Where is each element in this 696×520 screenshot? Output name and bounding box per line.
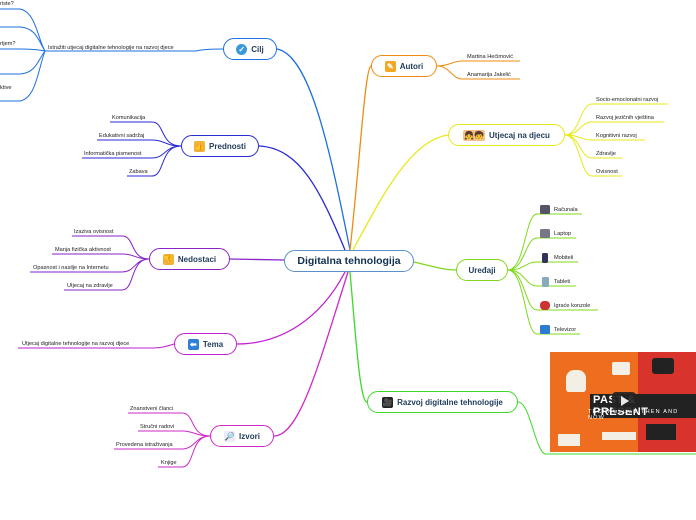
branch-prednosti-label: Prednosti bbox=[209, 141, 246, 151]
video-thumbnail[interactable]: PAST & PRESENT TECHNOLOGY THEN AND NOW bbox=[550, 352, 696, 452]
video-subtitle: TECHNOLOGY THEN AND NOW bbox=[588, 409, 679, 421]
branch-cilj[interactable]: ✓ Cilj bbox=[223, 38, 277, 60]
branch-uredaji-label: Uređaji bbox=[468, 265, 496, 275]
tablet-icon bbox=[542, 277, 549, 287]
leaf-utjecaj-4[interactable]: Zdravlje bbox=[596, 151, 616, 157]
leaf-nedostaci-2[interactable]: Manja fizička aktivnost bbox=[55, 247, 111, 253]
envelope-image bbox=[558, 434, 580, 446]
leaf-uredaji-6[interactable]: Televizor bbox=[554, 327, 577, 333]
central-topic[interactable]: Digitalna tehnologija bbox=[284, 250, 414, 272]
children-icon: 👧🧒 bbox=[463, 129, 486, 141]
leaf-cilj-cut-3[interactable]: ktive bbox=[0, 85, 12, 91]
leaf-prednosti-4[interactable]: Zabava bbox=[129, 169, 148, 175]
branch-nedostaci[interactable]: 👎 Nedostaci bbox=[149, 248, 230, 270]
branch-razvoj[interactable]: 🎥 Razvoj digitalne tehnologije bbox=[367, 391, 518, 413]
branch-utjecaj-na-djecu[interactable]: 👧🧒 Utjecaj na djecu bbox=[448, 124, 565, 146]
retro-camera-image bbox=[612, 362, 630, 375]
branch-autori[interactable]: ✎ Autori bbox=[371, 55, 437, 77]
leaf-izvori-1[interactable]: Znanstveni članci bbox=[130, 406, 174, 412]
leaf-prednosti-1[interactable]: Komunikacija bbox=[112, 115, 146, 121]
leaf-izvori-3[interactable]: Provedena istraživanja bbox=[116, 442, 173, 448]
check-circle-icon: ✓ bbox=[236, 43, 248, 55]
branch-cilj-label: Cilj bbox=[251, 44, 264, 54]
leaf-utjecaj-3[interactable]: Kognitivni razvoj bbox=[596, 133, 637, 139]
leaf-izvori-4[interactable]: Knjige bbox=[161, 460, 177, 466]
magnifier-icon: 🔎 bbox=[224, 430, 236, 442]
branch-razvoj-label: Razvoj digitalne tehnologije bbox=[397, 397, 503, 407]
film-camera-icon: 🎥 bbox=[382, 396, 394, 408]
television-icon bbox=[540, 325, 550, 334]
leaf-cilj-1[interactable]: Istražiti utjecaj digitalne tehnologije … bbox=[48, 45, 174, 51]
back-arrow-icon: ⬅ bbox=[187, 338, 199, 350]
leaf-uredaji-5[interactable]: Igraće konzole bbox=[554, 303, 591, 309]
thumbs-down-icon: 👎 bbox=[162, 253, 174, 265]
keyboard-image bbox=[602, 432, 636, 440]
game-controller-icon bbox=[540, 301, 550, 310]
leaf-nedostaci-1[interactable]: Izaziva ovisnost bbox=[74, 229, 114, 235]
leaf-utjecaj-1[interactable]: Socio-emocionalni razvoj bbox=[596, 97, 659, 103]
leaf-prednosti-2[interactable]: Edukativni sadržaj bbox=[99, 133, 145, 139]
branch-nedostaci-label: Nedostaci bbox=[177, 254, 217, 264]
leaf-uredaji-4[interactable]: Tableti bbox=[554, 279, 571, 285]
leaf-utjecaj-5[interactable]: Ovisnost bbox=[596, 169, 618, 175]
laptop-image bbox=[646, 424, 676, 440]
leaf-nedostaci-3[interactable]: Opasnost i nasilje na Internetu bbox=[33, 265, 109, 271]
leaf-uredaji-2[interactable]: Laptop bbox=[554, 231, 572, 237]
leaf-cilj-cut-2[interactable]: rtjem? bbox=[0, 41, 16, 47]
pencil-icon: ✎ bbox=[384, 60, 396, 72]
branch-tema[interactable]: ⬅ Tema bbox=[174, 333, 237, 355]
leaf-utjecaj-2[interactable]: Razvoj jezičnih vještina bbox=[596, 115, 654, 121]
modern-camera-image bbox=[652, 358, 674, 374]
thumbs-up-icon: 👍 bbox=[194, 140, 206, 152]
mobile-phone-icon bbox=[542, 253, 548, 263]
leaf-uredaji-3[interactable]: Mobiteli bbox=[554, 255, 574, 261]
leaf-izvori-2[interactable]: Stručni radovi bbox=[140, 424, 175, 430]
branch-izvori[interactable]: 🔎 Izvori bbox=[210, 425, 274, 447]
leaf-tema-1[interactable]: Utjecaj digitalne tehnologije na razvoj … bbox=[22, 341, 130, 347]
leaf-autori-1[interactable]: Martina Hećimović bbox=[467, 54, 514, 60]
branch-utjecaj-label: Utjecaj na djecu bbox=[489, 130, 550, 140]
central-topic-label: Digitalna tehnologija bbox=[297, 255, 401, 267]
retro-phone-image bbox=[566, 370, 586, 392]
leaf-nedostaci-4[interactable]: Utjecaj na zdravlje bbox=[67, 283, 113, 289]
leaf-uredaji-1[interactable]: Računala bbox=[554, 207, 578, 213]
computer-icon bbox=[540, 205, 550, 214]
branch-uredaji[interactable]: Uređaji bbox=[456, 259, 508, 281]
branch-tema-label: Tema bbox=[202, 339, 224, 349]
branch-izvori-label: Izvori bbox=[239, 431, 260, 441]
play-icon[interactable] bbox=[612, 392, 636, 410]
leaf-autori-2[interactable]: Anamarija Jakelić bbox=[467, 72, 511, 78]
branch-prednosti[interactable]: 👍 Prednosti bbox=[181, 135, 259, 157]
branch-autori-label: Autori bbox=[399, 61, 424, 71]
leaf-cilj-cut-1[interactable]: riste? bbox=[0, 1, 14, 7]
leaf-prednosti-3[interactable]: Informatička pismenost bbox=[84, 151, 142, 157]
laptop-icon bbox=[540, 229, 550, 238]
